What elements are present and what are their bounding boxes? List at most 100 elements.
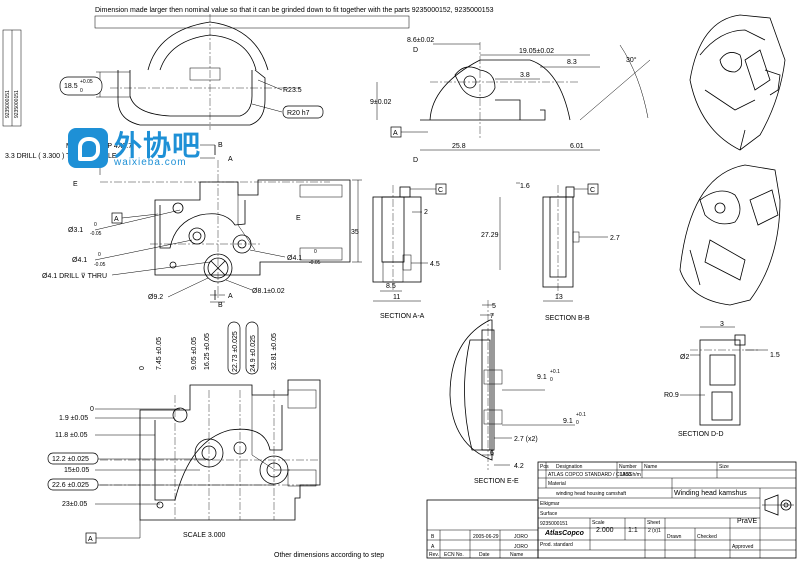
dim-8-3: 8.3 — [567, 59, 577, 66]
note-leader-box — [94, 15, 410, 29]
dim-r20-h7: R20 h7 — [287, 110, 310, 117]
dim-ee-5: 5 — [492, 303, 496, 310]
dim-x-22-73: 22.73 ±0.025 — [232, 331, 239, 372]
section-mark-b-top: B — [218, 142, 223, 149]
dim-dia-9-2: Ø9.2 — [148, 294, 163, 301]
tb-label-number: Number — [619, 464, 637, 470]
side-strip-number-2: 9235000151 — [14, 90, 20, 118]
datum-c-bb: C — [590, 187, 595, 194]
datum-c-aa: C — [438, 187, 443, 194]
dim-25-8: 25.8 — [452, 143, 466, 150]
dim-y-23: 23±0.05 — [62, 501, 87, 508]
tb-company-logo: AtlasCopco — [544, 530, 585, 537]
title-section-dd: SECTION D-D — [678, 431, 724, 438]
dim-dd-r0-9: R0.9 — [664, 392, 679, 399]
tb-label-drawn: Drawn — [667, 534, 682, 540]
rev-header-ecn: ECN No. — [444, 552, 464, 558]
view-d-letter-bottom: D — [413, 157, 418, 164]
section-dd: 3 Ø2 1.5 R0.9 SECTION D-D — [664, 321, 780, 438]
dim-y-12-2: 12.2 ±0.025 — [52, 456, 89, 463]
tb-label-designation: Designation — [556, 464, 583, 470]
dim-dia-4-1-right-upper: 0 — [314, 249, 317, 255]
dim-x-16-25: 16.25 ±0.05 — [204, 333, 211, 370]
view-scaled: 0 7.45 ±0.05 9.05 ±0.05 16.25 ±0.05 22.7… — [47, 321, 321, 544]
view-top: 18.5 +0.05 0 R23.5 R20 h7 — [59, 14, 324, 130]
dim-ee-9-1-lower-tol-plus: +0.1 — [576, 412, 586, 418]
tb-tolerance: 1300 h/m — [620, 472, 641, 478]
tb-label-checked: Checked — [697, 534, 717, 540]
dim-ee-6: 6 — [490, 450, 494, 457]
dim-bb-13: 13 — [555, 294, 563, 301]
dim-ee-9-1-lower: 9.1 — [563, 418, 573, 425]
dim-aa-8-5: 8.5 — [386, 283, 396, 290]
side-strip: 9235000151 9235000151 — [2, 29, 22, 127]
dim-x-0: 0 — [139, 366, 146, 370]
tb-scale: 2.000 — [596, 527, 614, 534]
iso-view-bottom — [679, 164, 781, 306]
dim-bb-1-6: 1.6 — [520, 183, 530, 190]
dim-ee-2-7: 2.7 (x2) — [514, 436, 538, 443]
view-d: 8.6±0.02 19.05±0.02 8.3 3.8 9±0.02 25.8 … — [370, 37, 651, 164]
tb-status: PraVE — [737, 518, 758, 525]
tb-title: Winding head kamshus — [674, 490, 747, 497]
datum-a-view-d: A — [393, 130, 398, 137]
rev-header-rev: Rev. — [429, 552, 439, 558]
scale-note: SCALE 3.000 — [183, 532, 226, 539]
title-section-aa: SECTION A-A — [380, 313, 425, 320]
dim-dd-3: 3 — [720, 321, 724, 328]
rev-header-date: Date — [479, 552, 490, 558]
view-d-letter-top: D — [413, 47, 418, 54]
dim-dia-4-1-left-lower: -0.05 — [94, 262, 106, 268]
dim-18-5-lower-tol: 0 — [80, 88, 83, 94]
tb-standard: ATLAS COPCO STANDARD / CLASS — [548, 472, 633, 478]
dim-8-6: 8.6±0.02 — [407, 37, 434, 44]
dim-y-15: 15±0.05 — [64, 467, 89, 474]
section-mark-b-bottom: B — [218, 302, 223, 309]
dim-dia-4-1-left-upper: 0 — [98, 252, 101, 258]
dim-dia-3-1-upper: 0 — [94, 222, 97, 228]
section-mark-a-bottom: A — [228, 293, 233, 300]
dim-dia-3-1-lower: -0.05 — [90, 231, 102, 237]
revision-block: B 2005-06-29 JORO A JORO Rev. ECN No. Da… — [426, 499, 539, 559]
dim-x-24-9: 24.9 ±0.025 — [250, 335, 257, 372]
view-main: B A E E A B M4x7.00 - TAP 4X0.7 3.3 DRIL… — [5, 142, 362, 309]
tb-label-surface: Surface — [540, 511, 557, 517]
dim-dia-8-1: Ø8.1±0.02 — [252, 288, 285, 295]
dim-dd-1-5: 1.5 — [770, 352, 780, 359]
side-strip-number-1: 9235000151 — [5, 90, 11, 118]
dim-ee-9-1-upper: 9.1 — [537, 374, 547, 381]
dim-dia-4-1-right: Ø4.1 — [287, 255, 302, 262]
dim-18-5: 18.5 — [64, 83, 78, 90]
dim-dia-3-1: Ø3.1 — [68, 227, 83, 234]
dim-19-05: 19.05±0.02 — [519, 48, 554, 55]
tb-label-scale: Scale — [592, 520, 605, 526]
dim-x-9-05: 9.05 ±0.05 — [191, 337, 198, 370]
note-top: Dimension made larger then nominal value… — [95, 7, 494, 14]
dim-dd-dia-2: Ø2 — [680, 354, 689, 361]
dim-bb-27-29: 27.29 — [481, 232, 499, 239]
dim-aa-11: 11 — [393, 294, 400, 301]
datum-a-main: A — [114, 216, 119, 223]
tb-label-material: Material — [548, 481, 566, 487]
tb-label-prod-standard: Prod. standard — [540, 542, 573, 548]
dim-aa-2: 2 — [424, 209, 428, 216]
dim-y-22-6: 22.6 ±0.025 — [52, 482, 89, 489]
note-tap: M4x7.00 - TAP 4X0.7 — [66, 143, 132, 150]
dim-dia-4-1-left: Ø4.1 — [72, 257, 87, 264]
dim-y-11-8: 11.8 ±0.05 — [55, 432, 88, 439]
dim-9: 9±0.02 — [370, 99, 391, 106]
section-mark-e-left: E — [73, 181, 78, 188]
rev-row-2-name: JORO — [514, 544, 528, 550]
tb-label-pos: Pos — [540, 464, 549, 470]
tb-label-name: Name — [644, 464, 658, 470]
rev-row-2-rev: A — [431, 544, 435, 550]
projection-symbol-icon — [762, 494, 794, 516]
title-section-bb: SECTION B-B — [545, 315, 590, 322]
title-section-ee: SECTION E-E — [474, 478, 519, 485]
dim-ee-9-1-upper-tol-plus: +0.1 — [550, 369, 560, 375]
tb-designer: Elkigmar — [540, 501, 560, 507]
note-bottom: Other dimensions according to step — [274, 552, 384, 559]
dim-ee-9-1-lower-tol-zero: 0 — [576, 420, 579, 426]
dim-18-5-upper-tol: +0.05 — [80, 79, 93, 85]
